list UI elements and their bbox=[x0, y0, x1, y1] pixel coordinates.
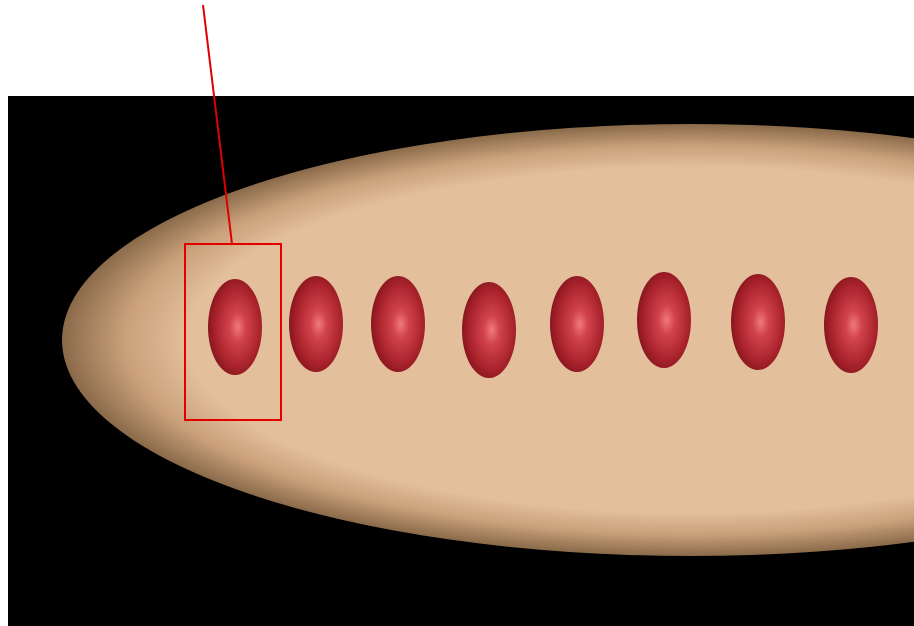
red-blood-cell-icon bbox=[731, 274, 785, 370]
red-blood-cell-icon bbox=[371, 276, 425, 372]
red-blood-cell-icon bbox=[208, 279, 262, 375]
red-blood-cell-icon bbox=[462, 282, 516, 378]
red-blood-cell-icon bbox=[289, 276, 343, 372]
red-blood-cell-icon bbox=[637, 272, 691, 368]
red-blood-cell-icon bbox=[824, 277, 878, 373]
red-blood-cell-icon bbox=[550, 276, 604, 372]
